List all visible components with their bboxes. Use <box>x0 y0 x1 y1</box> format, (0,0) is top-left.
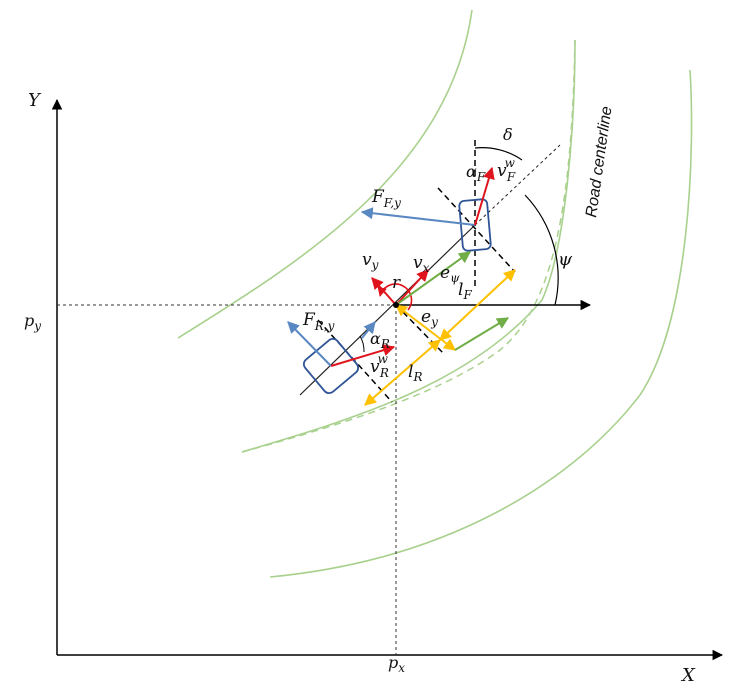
road-inner-boundary <box>177 9 473 339</box>
psi-label: ψ <box>558 249 573 270</box>
rear-length-arrow <box>364 339 441 406</box>
vx-label: vx <box>413 253 430 275</box>
rear-slip-label: αR <box>370 329 390 351</box>
axes: Y X px py <box>24 90 724 686</box>
center-of-gravity <box>393 302 399 308</box>
vx-arrow <box>395 269 429 306</box>
psi-angle-arc <box>524 194 559 306</box>
road-centerline-dashed <box>241 39 576 453</box>
e-psi-arrow <box>395 251 471 306</box>
px-label: px <box>388 653 405 675</box>
front-lateral-force-label: FF,y <box>371 187 401 210</box>
yaw-rate-arc <box>377 283 413 311</box>
front-wheel-velocity-arrow <box>474 166 495 226</box>
road-lane-divider <box>241 39 576 453</box>
front-length-label: lF <box>458 280 472 302</box>
vehicle-centerline-extension <box>474 144 561 226</box>
front-axle-line <box>437 187 516 273</box>
yaw-rate-label: r <box>392 273 401 293</box>
delta-label: δ <box>503 125 513 144</box>
front-slip-label: αF <box>466 162 486 184</box>
rear-lateral-force-label: FR,y <box>302 310 335 333</box>
vy-label: vy <box>362 250 379 272</box>
e-y-label: ey <box>421 307 438 329</box>
rear-force-direction-arrow <box>361 321 376 339</box>
delta-angle-arc <box>474 147 523 161</box>
e-y-arrow <box>395 304 456 351</box>
front-length-arrow <box>439 269 516 341</box>
rear-slip-arc <box>359 335 365 353</box>
front-wheel-box <box>458 198 492 252</box>
front-lateral-force-arrow <box>360 207 476 226</box>
road-boundaries <box>177 9 693 578</box>
road-tangent-arrow <box>454 317 510 351</box>
vehicle-centerline <box>299 224 476 396</box>
y-axis-label: Y <box>28 90 42 111</box>
py-label: py <box>24 311 41 333</box>
rear-wheel-box <box>302 337 360 395</box>
rear-length-label: lR <box>408 362 422 384</box>
road-outer-boundary <box>269 69 693 578</box>
road-centerline-label: Road centerline <box>583 105 615 218</box>
x-axis-label: X <box>680 665 696 686</box>
rear-lateral-force-arrow <box>287 321 332 367</box>
